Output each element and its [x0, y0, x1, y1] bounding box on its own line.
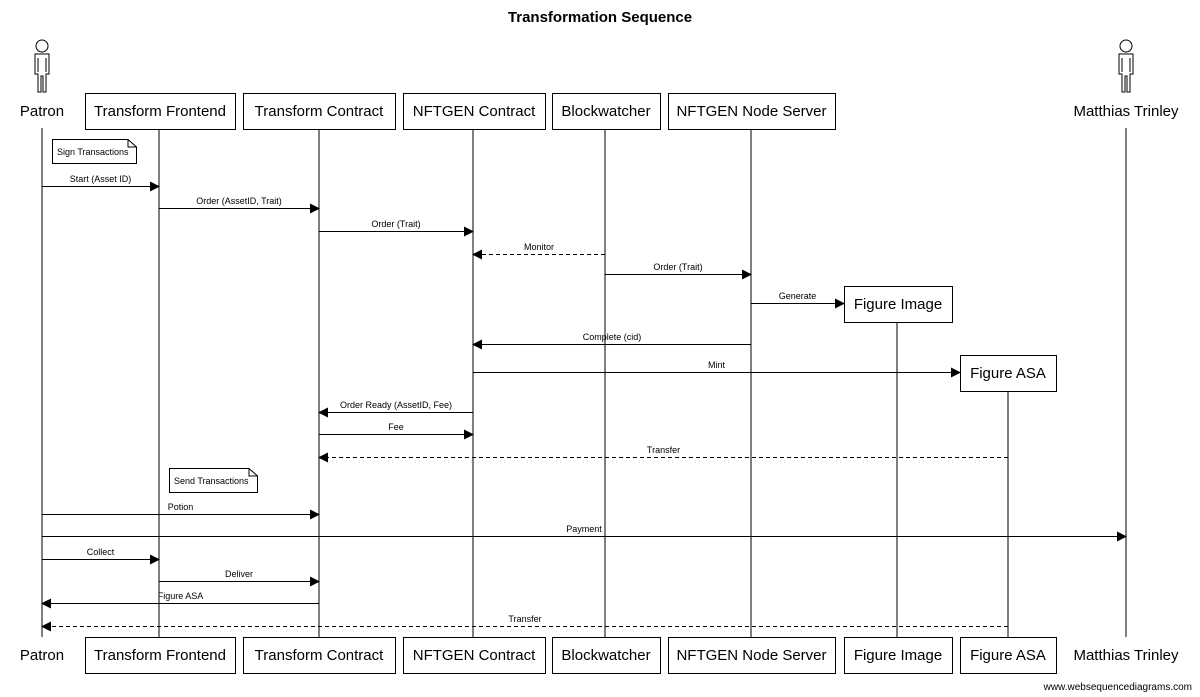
message-label: Monitor [524, 242, 554, 252]
message-patron-to-frontend: Start (Asset ID) [42, 174, 160, 192]
participant-nodeserver-label: NFTGEN Node Server [676, 103, 826, 120]
message-label: Figure ASA [158, 591, 204, 601]
actor-matthias-icon [1118, 39, 1134, 93]
participant-asa-label-bottom: Figure ASA [970, 647, 1046, 664]
message-nodeserver-to-nftgen: Complete (cid) [472, 332, 751, 350]
message-frontend-to-tcontract: Deliver [159, 569, 320, 587]
message-nftgen-to-tcontract: Order Ready (AssetID, Fee) [318, 400, 473, 418]
message-patron-to-matthias: Payment [42, 524, 1127, 542]
message-label: Payment [566, 524, 602, 534]
note-frontend: Send Transactions [169, 468, 258, 493]
message-asa-to-tcontract: Transfer [318, 445, 1008, 463]
participant-asa-box-bottom: Figure ASA [960, 637, 1057, 674]
message-patron-to-frontend: Collect [42, 547, 160, 565]
message-label: Order (AssetID, Trait) [196, 196, 282, 206]
participant-blockwatcher-box-bottom: Blockwatcher [552, 637, 661, 674]
message-blockwatcher-to-nodeserver: Order (Trait) [605, 262, 752, 280]
participant-tcontract-label-bottom: Transform Contract [255, 647, 384, 664]
message-tcontract-to-nftgen: Order (Trait) [319, 219, 474, 237]
participant-image-box-bottom: Figure Image [844, 637, 953, 674]
message-label: Fee [388, 422, 404, 432]
participant-blockwatcher-box: Blockwatcher [552, 93, 661, 130]
message-label: Start (Asset ID) [70, 174, 132, 184]
participant-blockwatcher-label: Blockwatcher [561, 103, 650, 120]
participant-image-label-bottom: Figure Image [854, 647, 942, 664]
lifelines [41, 128, 1127, 637]
message-label: Order (Trait) [653, 262, 702, 272]
actor-patron-icon [34, 39, 50, 93]
note-patron: Sign Transactions [52, 139, 137, 164]
message-label: Generate [779, 291, 817, 301]
participant-nodeserver-label-bottom: NFTGEN Node Server [676, 647, 826, 664]
participant-image-box: Figure Image [844, 286, 953, 323]
participants-bottom: Patron Transform Frontend Transform Contra… [20, 637, 1179, 674]
participant-frontend-label-bottom: Transform Frontend [94, 647, 226, 664]
message-nftgen-to-asa: Mint [473, 360, 961, 378]
footer-credit: www.websequencediagrams.com [1043, 682, 1192, 693]
message-patron-to-tcontract: Potion [42, 502, 320, 520]
message-blockwatcher-to-nftgen: Monitor [472, 242, 605, 260]
participant-nftgen-box-bottom: NFTGEN Contract [403, 637, 546, 674]
participant-nftgen-box: NFTGEN Contract [403, 93, 546, 130]
message-asa-to-patron: Transfer [41, 614, 1008, 632]
message-label: Mint [708, 360, 726, 370]
message-label: Order Ready (AssetID, Fee) [340, 400, 452, 410]
messages: Start (Asset ID) Order (AssetID, Trait) Or… [41, 174, 1127, 632]
message-label: Transfer [508, 614, 541, 624]
participant-frontend-box: Transform Frontend [85, 93, 236, 130]
participant-tcontract-box: Transform Contract [243, 93, 396, 130]
participant-nodeserver-box-bottom: NFTGEN Node Server [668, 637, 836, 674]
message-label: Deliver [225, 569, 253, 579]
participant-patron-label-bottom: Patron [20, 647, 64, 664]
participants-top: Patron Transform Frontend Transform Contra… [20, 39, 1179, 392]
participant-frontend-label: Transform Frontend [94, 103, 226, 120]
participant-nftgen-label: NFTGEN Contract [413, 103, 536, 120]
message-label: Transfer [647, 445, 680, 455]
message-tcontract-to-patron: Figure ASA [41, 591, 319, 609]
message-label: Collect [87, 547, 115, 557]
participant-nodeserver-box: NFTGEN Node Server [668, 93, 836, 130]
participant-nftgen-label-bottom: NFTGEN Contract [413, 647, 536, 664]
message-label: Potion [168, 502, 194, 512]
message-label: Order (Trait) [371, 219, 420, 229]
message-tcontract-to-nftgen: Fee [319, 422, 474, 440]
participant-matthias-label-bottom: Matthias Trinley [1073, 647, 1179, 664]
note-label: Sign Transactions [57, 147, 129, 157]
participant-asa-box: Figure ASA [960, 355, 1057, 392]
participant-frontend-box-bottom: Transform Frontend [85, 637, 236, 674]
participant-asa-label: Figure ASA [970, 365, 1046, 382]
message-frontend-to-tcontract: Order (AssetID, Trait) [159, 196, 320, 214]
participant-blockwatcher-label-bottom: Blockwatcher [561, 647, 650, 664]
participant-patron-label: Patron [20, 103, 64, 120]
participant-tcontract-box-bottom: Transform Contract [243, 637, 396, 674]
participant-tcontract-label: Transform Contract [255, 103, 384, 120]
diagram-title: Transformation Sequence [508, 9, 692, 26]
note-label: Send Transactions [174, 476, 249, 486]
message-nodeserver-to-image: Generate [751, 291, 845, 309]
participant-matthias-label: Matthias Trinley [1073, 103, 1179, 120]
message-label: Complete (cid) [583, 332, 642, 342]
participant-image-label: Figure Image [854, 296, 942, 313]
